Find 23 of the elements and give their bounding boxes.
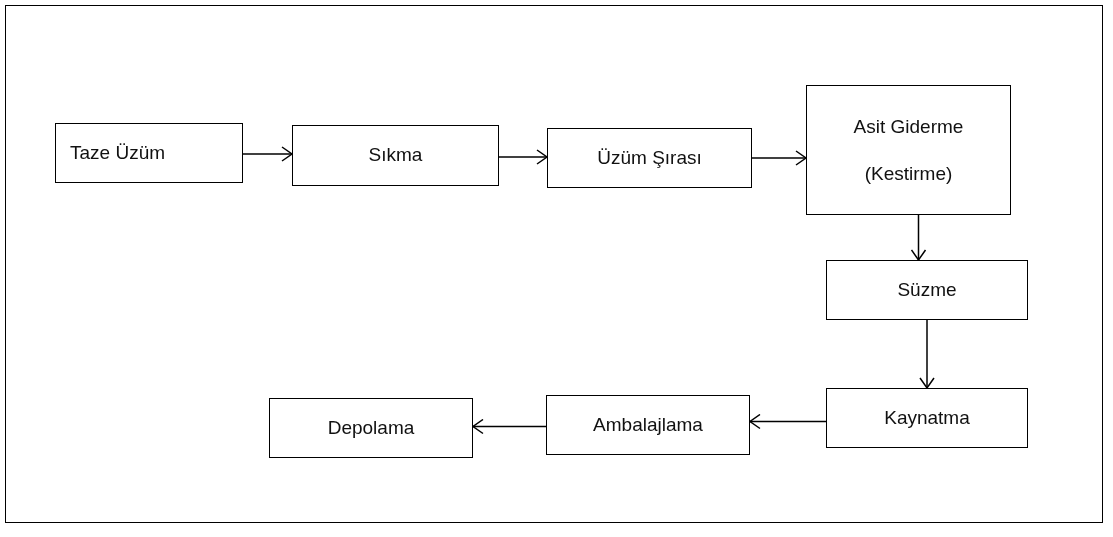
arrow	[910, 214, 927, 261]
process-box	[269, 398, 473, 458]
step-label: Kaynatma	[884, 406, 970, 430]
arrow	[498, 149, 548, 165]
step-label: Üzüm Şırası	[597, 146, 702, 170]
arrow	[472, 418, 547, 435]
step-label: Ambalajlama	[593, 413, 703, 437]
step-label: Depolama	[327, 416, 415, 440]
arrow	[919, 319, 935, 389]
process-box	[546, 395, 750, 455]
process-box	[826, 388, 1028, 448]
arrow	[242, 146, 293, 162]
step-label: Süzme	[897, 278, 957, 302]
process-box	[55, 123, 243, 183]
step-label: Taze Üzüm	[70, 141, 166, 165]
arrow	[749, 413, 827, 430]
step-label: Asit Giderme (Kestirme)	[852, 114, 965, 186]
arrow	[751, 150, 807, 166]
process-box	[547, 128, 752, 188]
process-box	[826, 260, 1028, 320]
process-box	[806, 85, 1011, 215]
step-label: Sıkma	[368, 144, 423, 167]
process-box	[292, 125, 499, 186]
